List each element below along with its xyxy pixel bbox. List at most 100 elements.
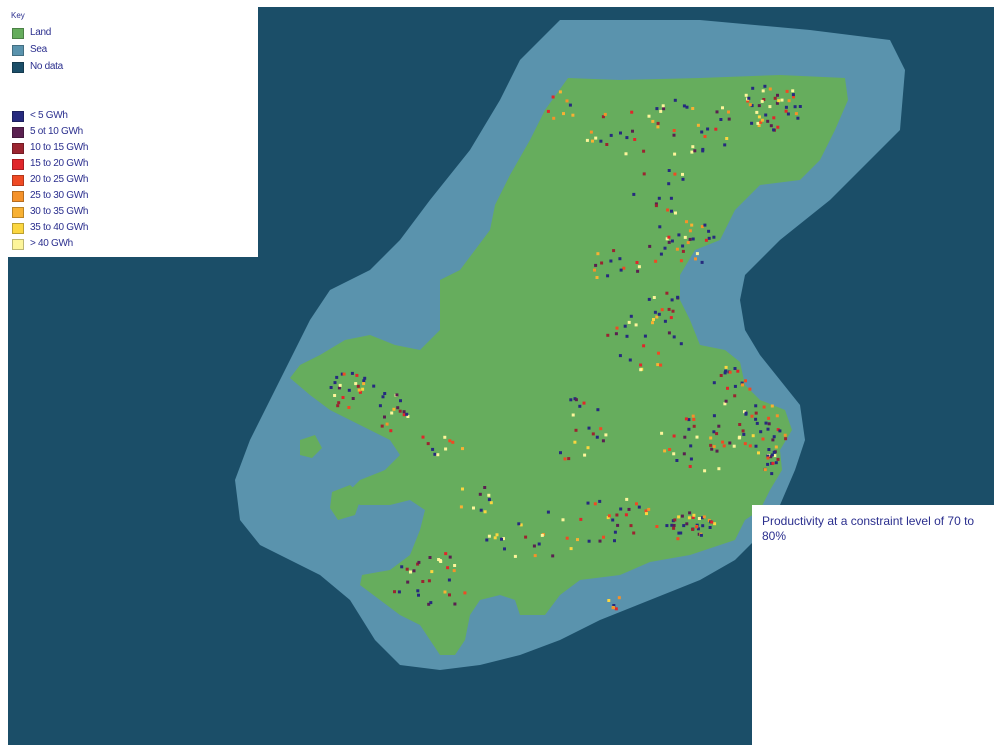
productivity-cell bbox=[771, 461, 775, 465]
productivity-cell bbox=[733, 384, 737, 388]
productivity-cell bbox=[700, 130, 704, 134]
productivity-cell bbox=[461, 487, 464, 491]
productivity-cell bbox=[670, 298, 674, 302]
productivity-cell bbox=[791, 89, 795, 93]
productivity-cell bbox=[485, 538, 489, 542]
productivity-cell bbox=[341, 396, 345, 399]
productivity-cell bbox=[625, 334, 629, 338]
legend-label: 35 to 40 GWh bbox=[30, 222, 89, 233]
productivity-cell bbox=[648, 244, 652, 248]
productivity-cell bbox=[672, 526, 676, 530]
legend-label: 5 ot 10 GWh bbox=[30, 126, 83, 137]
productivity-cell bbox=[625, 497, 629, 501]
productivity-cell bbox=[762, 405, 766, 409]
productivity-cell bbox=[692, 513, 696, 517]
productivity-cell bbox=[675, 247, 679, 251]
productivity-cell bbox=[667, 182, 671, 186]
productivity-cell bbox=[773, 454, 777, 458]
productivity-cell bbox=[736, 369, 740, 373]
productivity-cell bbox=[688, 229, 692, 233]
productivity-cell bbox=[763, 84, 767, 88]
productivity-cell bbox=[426, 442, 430, 446]
productivity-cell bbox=[686, 241, 690, 245]
productivity-cell bbox=[665, 524, 669, 528]
productivity-cell bbox=[623, 324, 627, 328]
productivity-cell bbox=[741, 383, 744, 387]
productivity-cell bbox=[421, 580, 425, 583]
productivity-cell bbox=[756, 121, 760, 125]
productivity-cell bbox=[770, 472, 774, 476]
productivity-cell bbox=[363, 376, 367, 380]
legend-item-land: Land bbox=[12, 27, 51, 39]
productivity-cell bbox=[673, 172, 677, 176]
productivity-cell bbox=[714, 127, 718, 131]
productivity-cell bbox=[685, 105, 689, 109]
legend-item-5-10: 5 ot 10 GWh bbox=[12, 126, 83, 138]
legend-label: No data bbox=[30, 61, 63, 72]
productivity-cell bbox=[713, 522, 717, 526]
productivity-cell bbox=[632, 192, 636, 196]
productivity-cell bbox=[428, 556, 432, 559]
legend-label: 25 to 30 GWh bbox=[30, 190, 89, 201]
productivity-cell bbox=[483, 510, 487, 514]
productivity-cell bbox=[546, 510, 550, 514]
productivity-cell bbox=[406, 415, 410, 418]
productivity-cell bbox=[459, 505, 463, 509]
productivity-cell bbox=[657, 196, 661, 200]
legend-label: 30 to 35 GWh bbox=[30, 206, 89, 217]
productivity-cell bbox=[493, 536, 497, 540]
productivity-cell bbox=[710, 520, 714, 524]
productivity-cell bbox=[637, 505, 641, 509]
productivity-cell bbox=[654, 202, 658, 206]
productivity-cell bbox=[768, 87, 772, 91]
productivity-cell bbox=[669, 316, 673, 320]
productivity-cell bbox=[632, 531, 636, 535]
productivity-cell bbox=[763, 468, 767, 472]
productivity-cell bbox=[453, 564, 457, 567]
range-swatch bbox=[12, 238, 24, 250]
productivity-cell bbox=[479, 508, 483, 512]
productivity-cell bbox=[772, 450, 776, 454]
productivity-cell bbox=[748, 444, 752, 448]
productivity-cell bbox=[601, 439, 605, 443]
productivity-cell bbox=[551, 95, 555, 99]
productivity-cell bbox=[667, 240, 671, 244]
productivity-cell bbox=[773, 96, 777, 100]
productivity-cell bbox=[769, 455, 773, 459]
productivity-cell bbox=[416, 562, 420, 566]
productivity-cell bbox=[681, 172, 684, 176]
productivity-cell bbox=[647, 114, 651, 118]
productivity-cell bbox=[703, 223, 707, 227]
productivity-cell bbox=[558, 90, 562, 94]
productivity-cell bbox=[688, 465, 692, 468]
productivity-cell bbox=[778, 429, 782, 433]
productivity-cell bbox=[596, 252, 600, 256]
legend-label: 10 to 15 GWh bbox=[30, 142, 89, 153]
legend-item-20-25: 20 to 25 GWh bbox=[12, 174, 88, 186]
productivity-cell bbox=[757, 115, 761, 119]
productivity-cell bbox=[691, 237, 695, 241]
productivity-cell bbox=[615, 326, 619, 330]
productivity-cell bbox=[715, 432, 719, 436]
productivity-cell bbox=[680, 514, 684, 518]
productivity-cell bbox=[701, 149, 705, 153]
productivity-cell bbox=[567, 457, 571, 461]
productivity-cell bbox=[613, 530, 617, 534]
productivity-cell bbox=[785, 89, 789, 93]
productivity-cell bbox=[772, 116, 776, 120]
productivity-cell bbox=[362, 379, 366, 383]
productivity-cell bbox=[630, 110, 634, 114]
productivity-cell bbox=[728, 370, 732, 374]
productivity-cell bbox=[687, 418, 691, 422]
legend-item-no-data: No data bbox=[12, 61, 63, 73]
productivity-cell bbox=[533, 554, 537, 558]
productivity-cell bbox=[495, 533, 499, 537]
legend-item-lt5: < 5 GWh bbox=[12, 110, 68, 122]
productivity-cell bbox=[717, 467, 721, 471]
productivity-cell bbox=[754, 404, 758, 408]
productivity-cell bbox=[766, 462, 770, 466]
range-swatch bbox=[12, 174, 24, 186]
productivity-cell bbox=[612, 604, 616, 607]
productivity-cell bbox=[750, 121, 754, 125]
productivity-cell bbox=[700, 225, 704, 229]
